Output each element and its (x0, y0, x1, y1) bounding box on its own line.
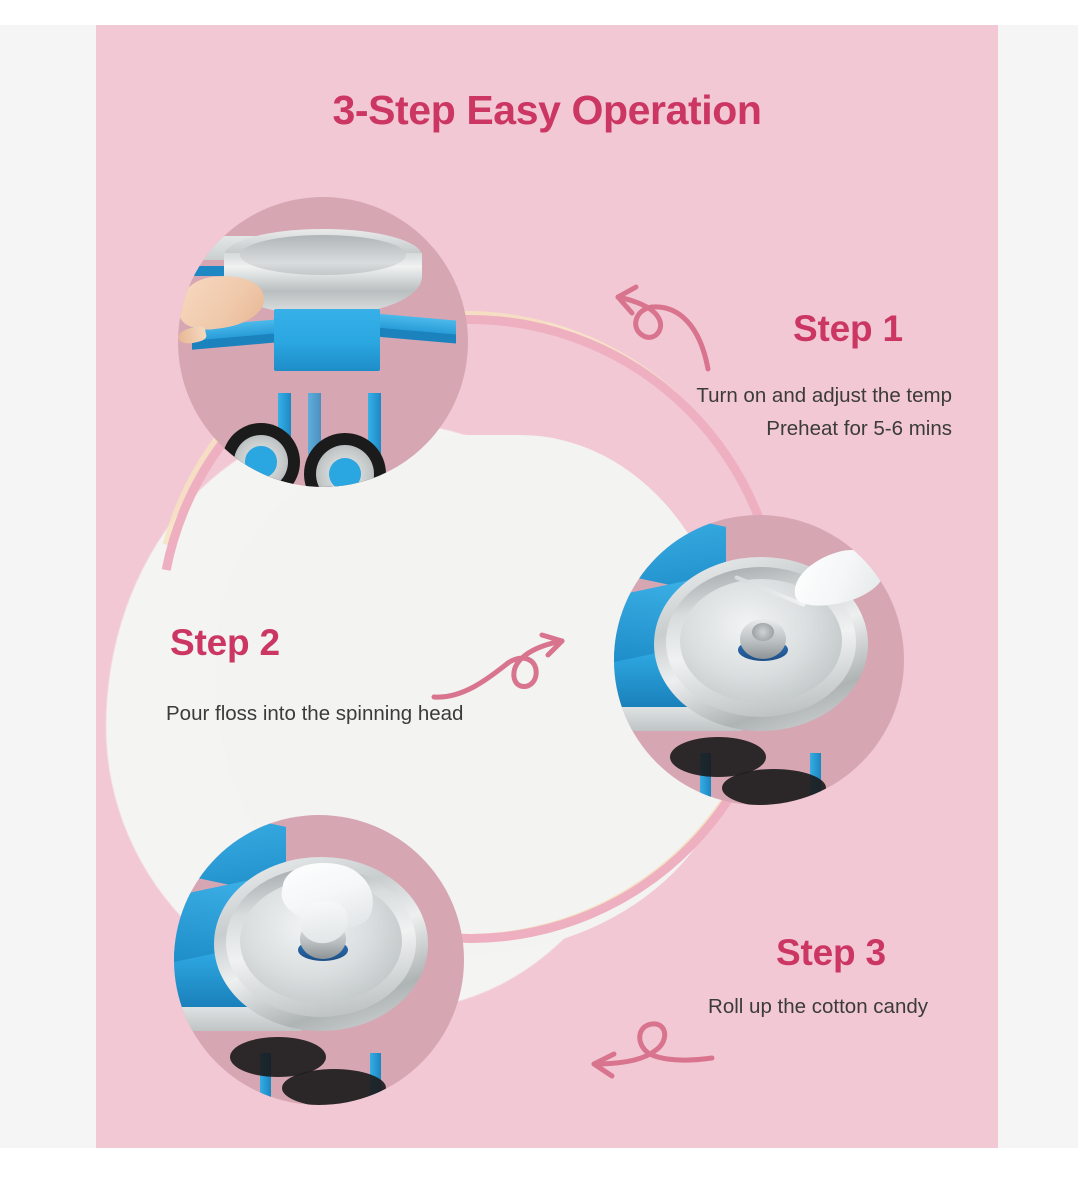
right-margin (998, 25, 1078, 1148)
drawer-handle-icon (614, 731, 630, 737)
step-1-label: Step 1 (793, 308, 903, 349)
drawer-handle-icon (178, 260, 192, 266)
cart-wheel-right (722, 769, 826, 805)
wheel-center (328, 457, 362, 487)
page-title: 3-Step Easy Operation (332, 87, 762, 133)
step-3-arrow-icon (591, 1021, 715, 1079)
step-2-description: Pour floss into the spinning head (166, 702, 464, 725)
spinner-cap (752, 623, 774, 641)
drawer-handle-icon (174, 1031, 190, 1037)
control-panel (178, 197, 202, 215)
bowl-interior (240, 235, 406, 275)
rolled-candy-illustration (174, 815, 464, 1105)
machine-housing (274, 309, 380, 371)
step-1-photo (178, 197, 468, 487)
power-switch-icon (178, 215, 187, 224)
step-2-photo (614, 515, 904, 805)
left-margin (0, 25, 96, 1148)
infographic-poster: 3-Step Easy Operation (96, 25, 998, 1148)
step-2-label: Step 2 (170, 622, 280, 663)
cart-wheel-left (222, 423, 300, 487)
step-3-photo (174, 815, 464, 1105)
step-3-label: Step 3 (776, 932, 886, 973)
cart-leg-back (308, 393, 321, 455)
cart-wheel-right (304, 433, 386, 487)
step-3-description: Roll up the cotton candy (708, 995, 928, 1018)
temperature-knob-icon (178, 224, 190, 236)
spinning-head-illustration (614, 515, 904, 805)
machine-cart-illustration (178, 197, 468, 487)
step-1-arrow-icon (615, 284, 711, 372)
step-1-description-line-1: Turn on and adjust the temp (696, 384, 952, 407)
cart-wheel-right (282, 1069, 386, 1105)
step-2-arrow-icon (431, 632, 565, 700)
step-1-description-line-2: Preheat for 5-6 mins (766, 417, 952, 440)
wheel-center (245, 446, 277, 478)
cart-leg-left (260, 1053, 271, 1105)
cart-leg-left (700, 753, 711, 805)
